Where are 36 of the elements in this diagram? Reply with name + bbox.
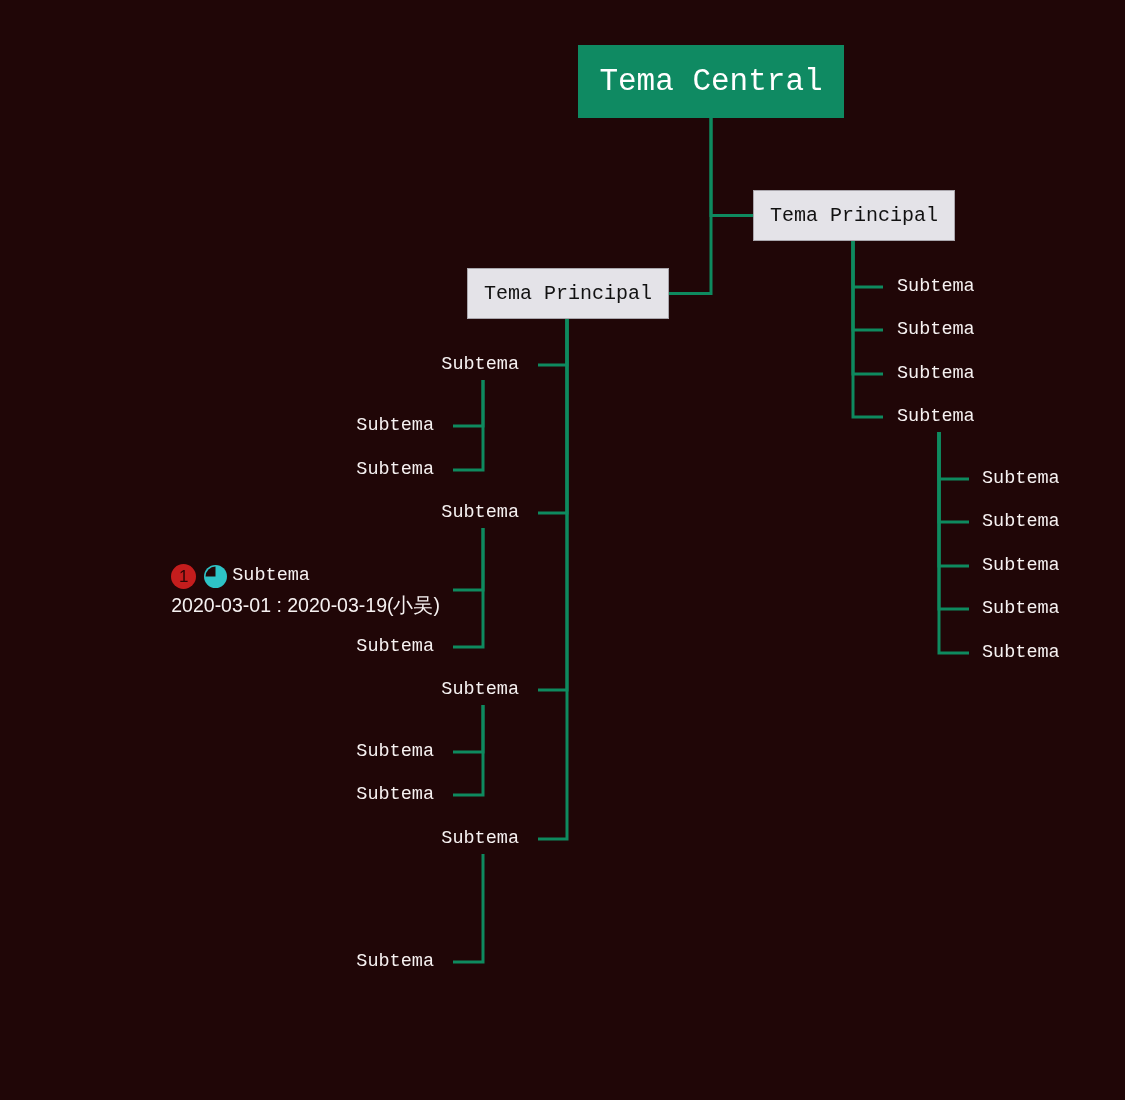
- topic-label: Subtema: [356, 415, 434, 437]
- connector-line: [669, 118, 713, 295]
- topic-label: Subtema: [356, 951, 434, 973]
- topic-label: Subtema: [356, 784, 434, 806]
- priority-marker: 1: [171, 563, 197, 589]
- topic-label: Subtema: [356, 636, 434, 658]
- topic-label: Subtema: [232, 565, 310, 587]
- connector-line: [851, 241, 883, 419]
- main-topic-box: [753, 190, 955, 241]
- topic-label: Subtema: [897, 276, 975, 298]
- topic-label: Subtema: [356, 459, 434, 481]
- connector-line: [937, 432, 969, 655]
- topic-label: Tema Principal: [770, 203, 938, 228]
- topic-label: Subtema: [897, 363, 975, 385]
- connector-line: [453, 380, 485, 472]
- connector-line: [538, 319, 569, 841]
- topic-label: Subtema: [897, 406, 975, 428]
- topic-label: Subtema: [982, 511, 1060, 533]
- topic-label: Subtema: [441, 354, 519, 376]
- topic-label: Subtema: [356, 741, 434, 763]
- topic-label: Subtema: [441, 679, 519, 701]
- topic-label: Subtema: [982, 468, 1060, 490]
- connector-line: [453, 528, 485, 649]
- topic-label: Subtema: [441, 828, 519, 850]
- main-topic-box: [467, 268, 669, 319]
- topic-label: Subtema: [441, 502, 519, 524]
- topic-label: Subtema: [982, 598, 1060, 620]
- central-topic-box: [578, 45, 844, 118]
- topic-label: Subtema: [982, 642, 1060, 664]
- connector-line: [453, 705, 485, 797]
- topic-label: Tema Principal: [484, 281, 652, 306]
- date-range-text: 2020-03-01 : 2020-03-19(小吴): [171, 593, 440, 617]
- topic-label: Subtema: [982, 555, 1060, 577]
- topic-title: Tema Central: [599, 63, 823, 100]
- connector-line: [453, 854, 485, 964]
- topic-label: Subtema: [897, 319, 975, 341]
